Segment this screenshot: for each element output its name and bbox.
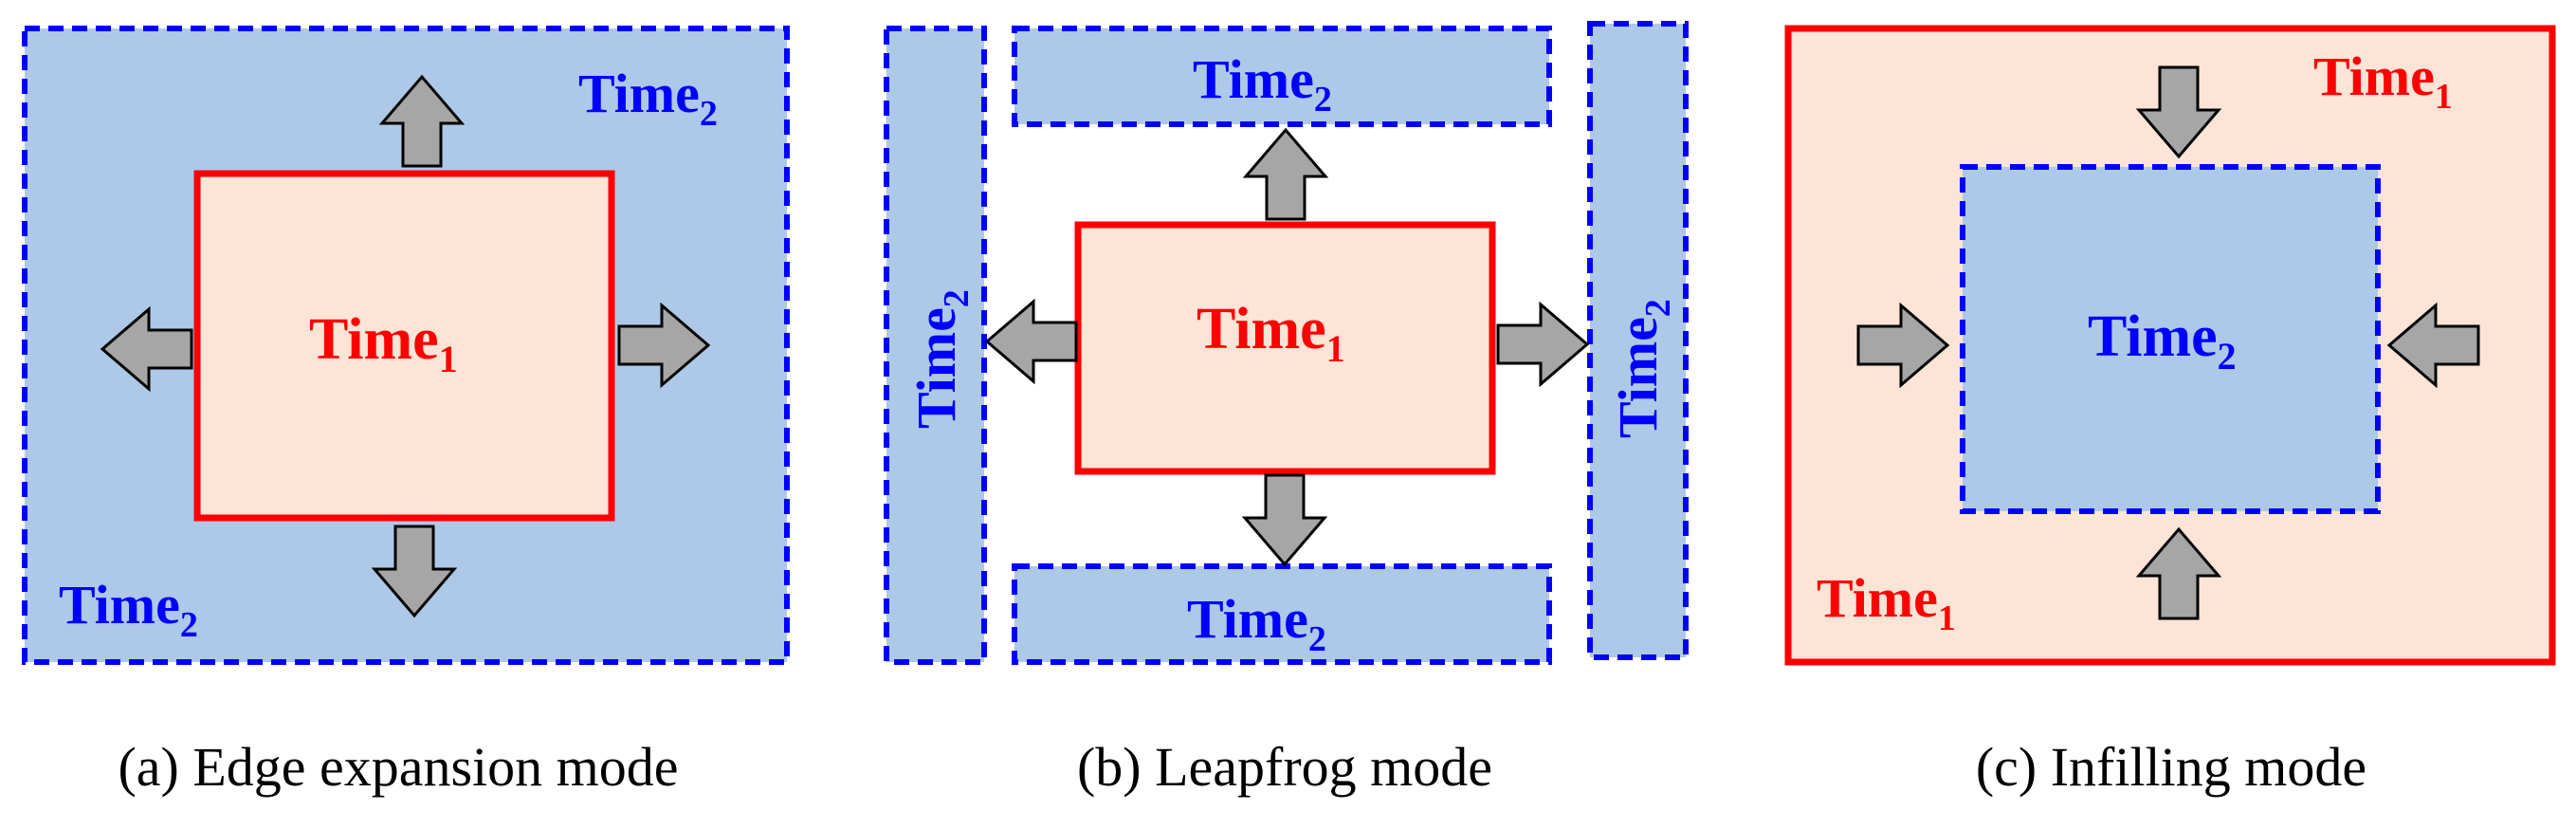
time1-label-center: Time1 xyxy=(309,307,458,380)
caption-c: (c) Infilling mode xyxy=(1976,736,2366,798)
time2-strip-bottom xyxy=(1012,563,1552,665)
panel-leapfrog: Time2 Time2 Time2 Time2 Time1 (b) Leapfr… xyxy=(884,21,1689,798)
time2-strip-top xyxy=(1012,26,1552,127)
time2-label-bottom-left: Time2 xyxy=(59,574,198,645)
time2-label-bottom: Time2 xyxy=(1187,588,1326,659)
time2-label-top-right: Time2 xyxy=(578,63,718,134)
arrow-right-icon xyxy=(1496,303,1589,386)
time2-label-left: Time2 xyxy=(905,289,977,429)
time2-label-center: Time2 xyxy=(2088,304,2237,378)
time1-label-bottom-left: Time1 xyxy=(1817,567,1956,638)
time1-label-top-right: Time1 xyxy=(2313,46,2453,117)
time2-label-right: Time2 xyxy=(1607,299,1678,438)
time2-strip-left xyxy=(884,26,987,665)
arrow-up-icon xyxy=(1244,128,1327,221)
time2-strip-right xyxy=(1587,21,1689,660)
arrow-left-icon xyxy=(985,300,1078,383)
caption-b: (b) Leapfrog mode xyxy=(1077,736,1492,798)
panel-infilling: Time1 Time1 Time2 (c) Infilling mode xyxy=(1784,25,2556,798)
caption-a: (a) Edge expansion mode xyxy=(118,736,678,798)
time1-label-center: Time1 xyxy=(1197,297,1345,370)
time2-label-top: Time2 xyxy=(1193,48,1332,120)
time2-inner-region xyxy=(1960,164,2381,514)
panel-edge-expansion: Time2 Time2 Time1 (a) Edge expansion mod… xyxy=(22,26,790,798)
time1-center-region xyxy=(1074,221,1496,475)
arrow-down-icon xyxy=(1243,473,1326,566)
time1-inner-region xyxy=(193,170,615,522)
